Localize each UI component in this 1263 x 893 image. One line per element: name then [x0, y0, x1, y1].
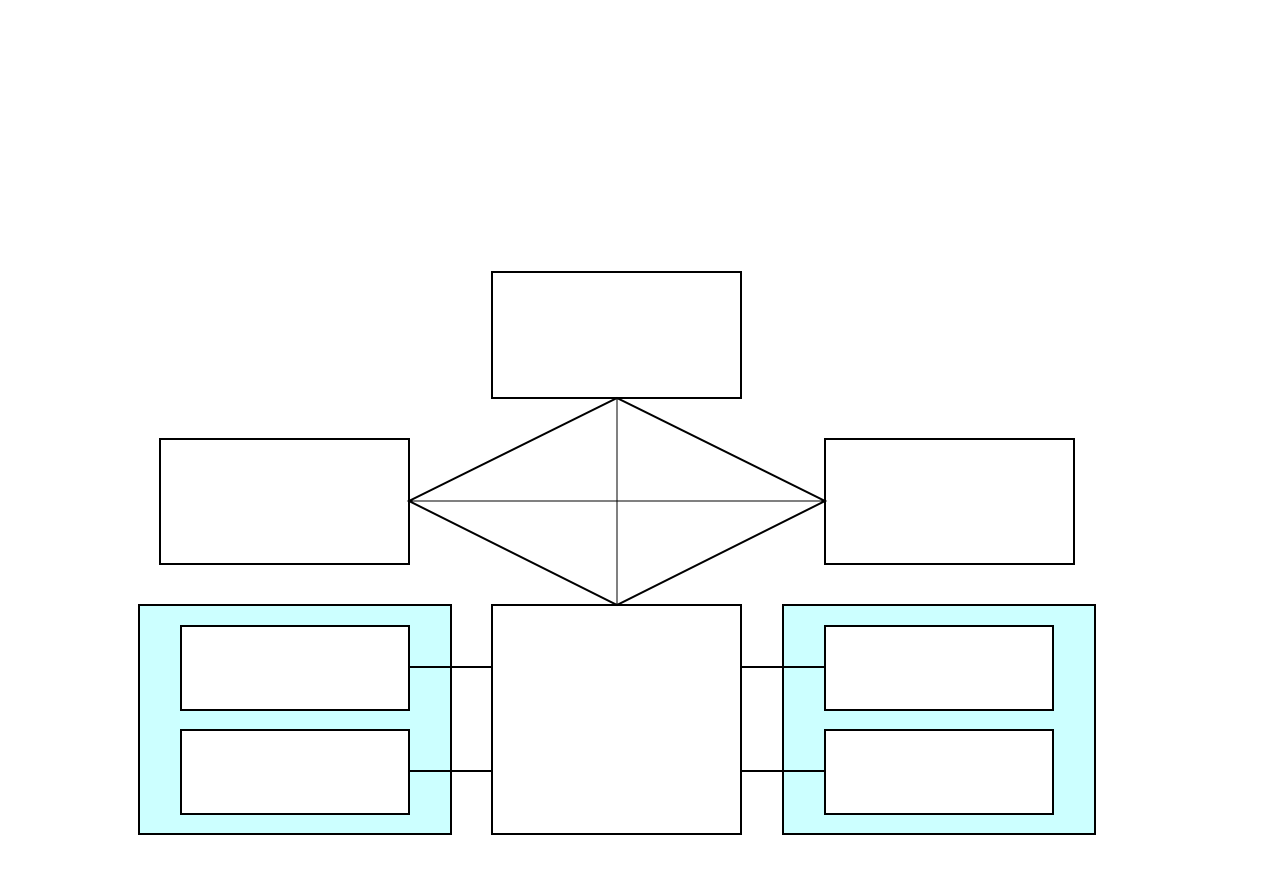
left-group-box-upper	[180, 625, 410, 711]
top-box	[491, 271, 742, 399]
right-group-box-lower	[824, 729, 1054, 815]
right-group-box-upper	[824, 625, 1054, 711]
right-box	[824, 438, 1075, 565]
left-group-box-lower	[180, 729, 410, 815]
center-bottom-box	[491, 604, 742, 835]
left-box	[159, 438, 410, 565]
